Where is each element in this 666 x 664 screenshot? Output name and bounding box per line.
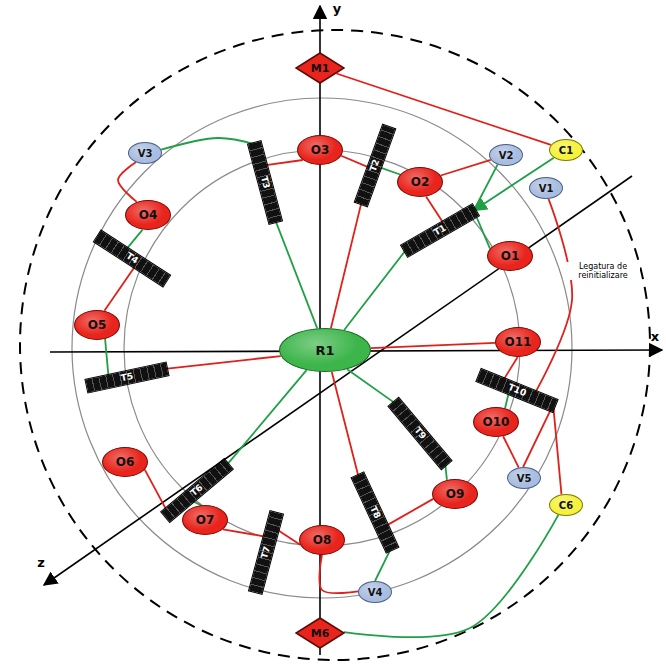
mount-diamond: M1 xyxy=(295,52,345,84)
node-label: T10 xyxy=(507,382,528,397)
module-ellipse: O2 xyxy=(397,167,443,197)
node-label: T7 xyxy=(260,545,272,559)
hub-ellipse: R1 xyxy=(279,328,371,372)
module-ellipse: O6 xyxy=(102,447,148,477)
node-label: O1 xyxy=(501,249,520,263)
node-label: T5 xyxy=(120,371,134,382)
node-label: T1 xyxy=(432,223,447,237)
mount-diamond: M6 xyxy=(295,617,345,649)
transfer-bar: T7 xyxy=(248,509,284,594)
node-label: O6 xyxy=(116,455,135,469)
outer-boundary xyxy=(20,30,650,660)
node-label: O7 xyxy=(196,513,215,527)
node-label: O5 xyxy=(88,318,107,332)
module-ellipse: O1 xyxy=(487,241,533,271)
axis-label: y xyxy=(330,2,344,17)
valve-ellipse: V4 xyxy=(358,581,392,603)
node-label: R1 xyxy=(315,343,334,358)
link-line xyxy=(382,499,433,528)
node-label: V2 xyxy=(499,150,514,161)
node-label: O2 xyxy=(411,175,430,189)
note-label: Legatura de reinitializare xyxy=(566,262,640,280)
transfer-bar: T8 xyxy=(350,471,399,553)
valve-ellipse: V2 xyxy=(489,144,523,166)
module-ellipse: O11 xyxy=(495,327,541,357)
node-label: C1 xyxy=(559,145,573,156)
node-label: T6 xyxy=(189,483,204,498)
link-line xyxy=(441,160,491,176)
transfer-bar: T3 xyxy=(247,139,283,224)
node-label: V5 xyxy=(517,473,532,484)
node-label: O3 xyxy=(311,143,330,157)
outer-ring xyxy=(72,98,572,598)
valve-ellipse: V5 xyxy=(507,467,541,489)
transfer-bar: T9 xyxy=(387,396,452,470)
node-label: T3 xyxy=(259,175,271,189)
transfer-bar: T4 xyxy=(93,229,172,287)
link-line xyxy=(553,405,561,495)
node-label: V1 xyxy=(539,183,554,194)
module-ellipse: O8 xyxy=(299,525,345,555)
link-line xyxy=(523,405,553,467)
controller-ellipse: C6 xyxy=(549,494,583,516)
link-line xyxy=(371,343,495,348)
node-label: O10 xyxy=(483,415,510,429)
transfer-bar: T5 xyxy=(84,361,169,393)
valve-ellipse: V1 xyxy=(529,177,563,199)
link-line xyxy=(227,370,307,465)
node-label: M6 xyxy=(311,627,330,640)
link-line xyxy=(375,547,391,581)
link-line xyxy=(503,436,519,467)
node-label: T2 xyxy=(369,158,382,173)
link-line xyxy=(336,73,550,144)
link-line xyxy=(161,138,255,150)
transfer-bar: T2 xyxy=(354,123,397,207)
node-label: T8 xyxy=(368,504,381,519)
module-ellipse: O4 xyxy=(125,200,171,230)
module-ellipse: O7 xyxy=(182,505,228,535)
module-ellipse: O10 xyxy=(473,407,519,437)
transfer-bar: T1 xyxy=(400,203,480,258)
link-line xyxy=(118,162,137,202)
node-label: O4 xyxy=(139,208,158,222)
link-line xyxy=(344,250,406,331)
module-ellipse: O5 xyxy=(74,310,120,340)
link-line xyxy=(165,356,281,369)
node-label: C6 xyxy=(559,500,573,511)
valve-ellipse: V3 xyxy=(128,142,162,164)
node-label: V4 xyxy=(368,587,383,598)
module-ellipse: O3 xyxy=(297,135,343,165)
controller-ellipse: C1 xyxy=(549,139,583,161)
node-label: O8 xyxy=(313,533,332,547)
axis-label: x xyxy=(648,330,662,345)
node-label: O9 xyxy=(446,487,465,501)
z-axis xyxy=(44,176,632,585)
link-line xyxy=(104,262,138,311)
node-label: O11 xyxy=(505,335,532,349)
node-label: T4 xyxy=(124,251,139,265)
link-line xyxy=(347,369,395,403)
module-ellipse: O9 xyxy=(432,479,478,509)
node-label: M1 xyxy=(311,62,330,75)
link-line xyxy=(275,220,317,329)
node-label: V3 xyxy=(138,148,153,159)
link-line xyxy=(319,555,358,593)
transfer-bar: T10 xyxy=(475,367,559,412)
link-line xyxy=(533,199,572,397)
inner-ring xyxy=(124,150,520,546)
link-line xyxy=(332,372,359,477)
axis-label: z xyxy=(34,556,48,571)
node-label: T9 xyxy=(413,425,428,440)
link-line xyxy=(331,202,362,329)
link-line xyxy=(474,165,498,211)
link-line xyxy=(474,158,554,211)
